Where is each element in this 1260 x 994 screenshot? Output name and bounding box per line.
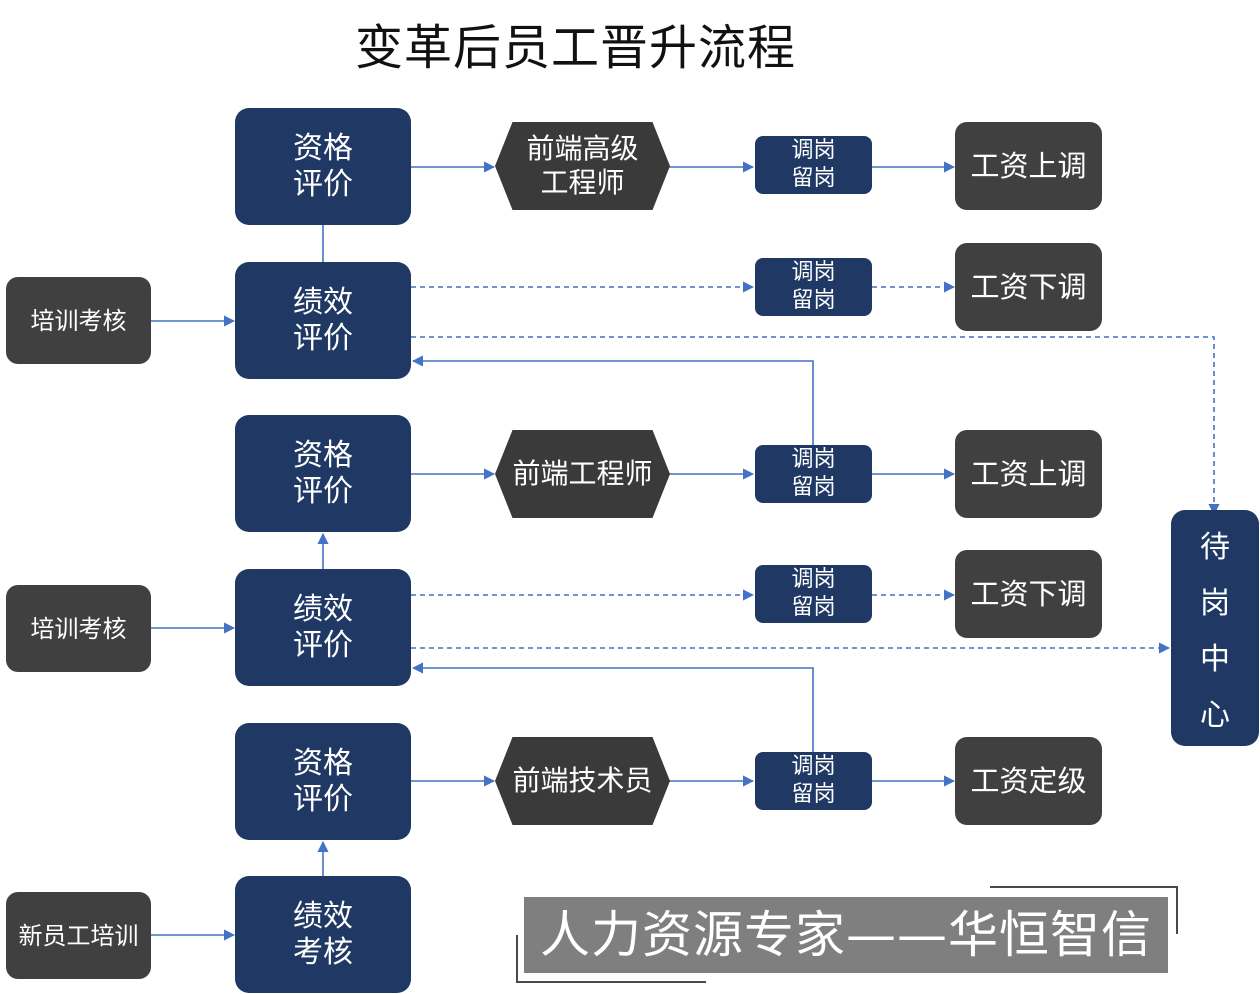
node-char: 中 (1200, 642, 1230, 677)
position-node-1: 前端高级 工程师 (495, 122, 670, 210)
node-char: 岗 (1200, 586, 1230, 621)
node-label: 工资下调 (970, 270, 1087, 304)
node-label: 前端高级 (526, 132, 639, 165)
transfer-down-node-1: 调岗 留岗 (755, 258, 872, 316)
node-label: 工资定级 (970, 764, 1087, 798)
transfer-node-1: 调岗 留岗 (755, 136, 872, 194)
salary-down-node-1: 工资下调 (955, 243, 1102, 331)
node-label: 留岗 (791, 782, 836, 807)
edge-perf1-to-standby (411, 336, 1220, 516)
new-employee-training-node: 新员工培训 (6, 892, 151, 979)
node-label: 前端技术员 (512, 764, 653, 797)
edge-transfer2-back-to-perf1 (411, 355, 814, 445)
node-label: 考核 (293, 934, 353, 970)
node-label: 留岗 (791, 288, 836, 313)
node-label: 工资上调 (970, 149, 1087, 183)
node-char: 待 (1200, 530, 1230, 565)
performance-node-3: 绩效 考核 (235, 876, 411, 993)
node-label: 调岗 (791, 447, 836, 472)
node-label: 资格 (293, 130, 353, 166)
node-label: 工程师 (540, 166, 625, 199)
node-label: 绩效 (293, 898, 353, 934)
position-node-2: 前端工程师 (495, 430, 670, 518)
qualification-node-1: 资格 评价 (235, 108, 411, 225)
node-label: 留岗 (791, 166, 836, 191)
edge-transfer3-back-to-perf2 (411, 662, 814, 752)
position-node-3: 前端技术员 (495, 737, 670, 825)
salary-down-node-2: 工资下调 (955, 550, 1102, 638)
node-label: 资格 (293, 437, 353, 473)
node-label: 评价 (293, 473, 353, 509)
banner-frame-left (516, 935, 518, 983)
node-label: 评价 (293, 166, 353, 202)
salary-up-node-2: 工资上调 (955, 430, 1102, 518)
diagram-title: 变革后员工晋升流程 (355, 20, 797, 76)
banner-frame-bottom (516, 981, 706, 983)
node-label: 留岗 (791, 595, 836, 620)
transfer-node-2: 调岗 留岗 (755, 445, 872, 503)
performance-node-1: 绩效 评价 (235, 262, 411, 379)
node-label: 前端工程师 (512, 457, 653, 490)
training-node-2: 培训考核 (6, 585, 151, 672)
node-label: 绩效 (293, 591, 353, 627)
node-label: 调岗 (791, 260, 836, 285)
standby-center-node: 待 岗 中 心 (1171, 510, 1259, 746)
salary-grade-node-3: 工资定级 (955, 737, 1102, 825)
banner-frame-top (990, 886, 1178, 888)
node-label: 评价 (293, 627, 353, 663)
node-label: 绩效 (293, 284, 353, 320)
qualification-node-3: 资格 评价 (235, 723, 411, 840)
qualification-node-2: 资格 评价 (235, 415, 411, 532)
transfer-node-3: 调岗 留岗 (755, 752, 872, 810)
footer-banner: 人力资源专家——华恒智信 (524, 897, 1168, 973)
node-label: 培训考核 (30, 306, 127, 335)
node-label: 留岗 (791, 475, 836, 500)
transfer-down-node-2: 调岗 留岗 (755, 565, 872, 623)
node-label: 工资上调 (970, 457, 1087, 491)
node-label: 调岗 (791, 567, 836, 592)
node-label: 评价 (293, 320, 353, 356)
banner-frame-right (1176, 886, 1178, 934)
node-label: 调岗 (791, 138, 836, 163)
performance-node-2: 绩效 评价 (235, 569, 411, 686)
node-label: 培训考核 (30, 614, 127, 643)
salary-up-node-1: 工资上调 (955, 122, 1102, 210)
node-label: 评价 (293, 781, 353, 817)
node-label: 新员工培训 (18, 921, 139, 950)
node-label: 工资下调 (970, 577, 1087, 611)
node-label: 调岗 (791, 754, 836, 779)
node-label: 资格 (293, 745, 353, 781)
node-char: 心 (1200, 698, 1230, 733)
training-node-1: 培训考核 (6, 277, 151, 364)
